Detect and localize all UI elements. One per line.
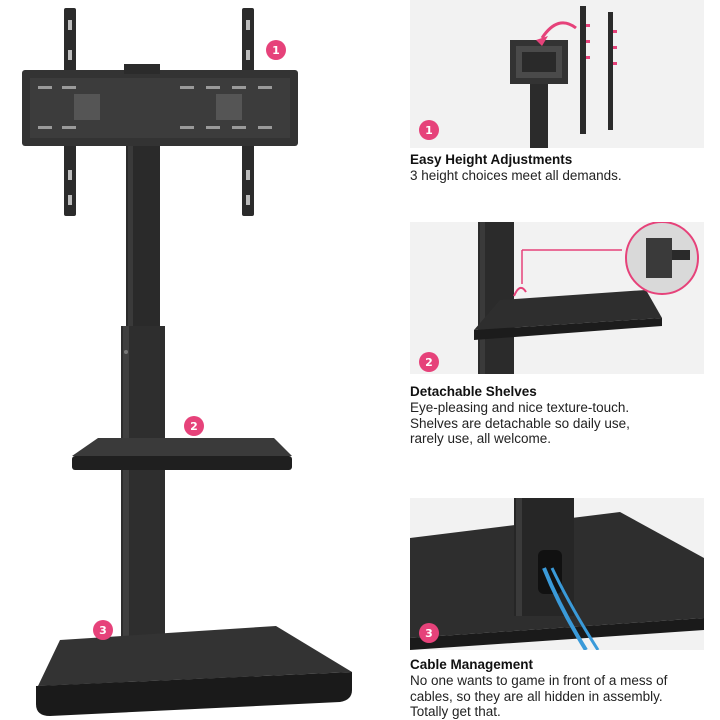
svg-text:1: 1 (272, 44, 280, 57)
feature-line: Shelves are detachable so daily use, (410, 415, 630, 431)
detachable-shelf-image: 2 (410, 222, 704, 374)
feature-title: Easy Height Adjustments (410, 152, 573, 167)
height-adjust-image: 1 (410, 0, 704, 148)
feature-line: Eye-pleasing and nice texture-touch. (410, 400, 630, 415)
badge-2: 2 (184, 416, 204, 436)
panel-badge-1: 1 (419, 120, 439, 140)
badge-3: 3 (93, 620, 113, 640)
feature-shelves: Detachable Shelves Eye-pleasing and nice… (410, 384, 714, 447)
feature-cable: Cable Management No one wants to game in… (410, 657, 714, 720)
svg-text:1: 1 (425, 124, 433, 137)
tv-stand-image: 1 2 3 (22, 8, 352, 716)
panel-badge-3: 3 (419, 623, 439, 643)
svg-text:3: 3 (425, 627, 433, 640)
feature-height: Easy Height Adjustments 3 height choices… (410, 152, 714, 184)
panel-badge-2: 2 (419, 352, 439, 372)
svg-text:3: 3 (99, 624, 107, 637)
svg-text:2: 2 (425, 356, 433, 369)
badge-1: 1 (266, 40, 286, 60)
feature-line: Totally get that. (410, 704, 501, 719)
feature-line: No one wants to game in front of a mess … (410, 673, 668, 688)
feature-title: Cable Management (410, 657, 534, 672)
svg-text:2: 2 (190, 420, 198, 433)
cable-management-image: 3 (410, 498, 704, 650)
feature-title: Detachable Shelves (410, 384, 537, 399)
feature-line: 3 height choices meet all demands. (410, 168, 622, 183)
feature-line: rarely use, all welcome. (410, 431, 552, 446)
feature-line: cables, so they are all hidden in assemb… (410, 688, 663, 704)
